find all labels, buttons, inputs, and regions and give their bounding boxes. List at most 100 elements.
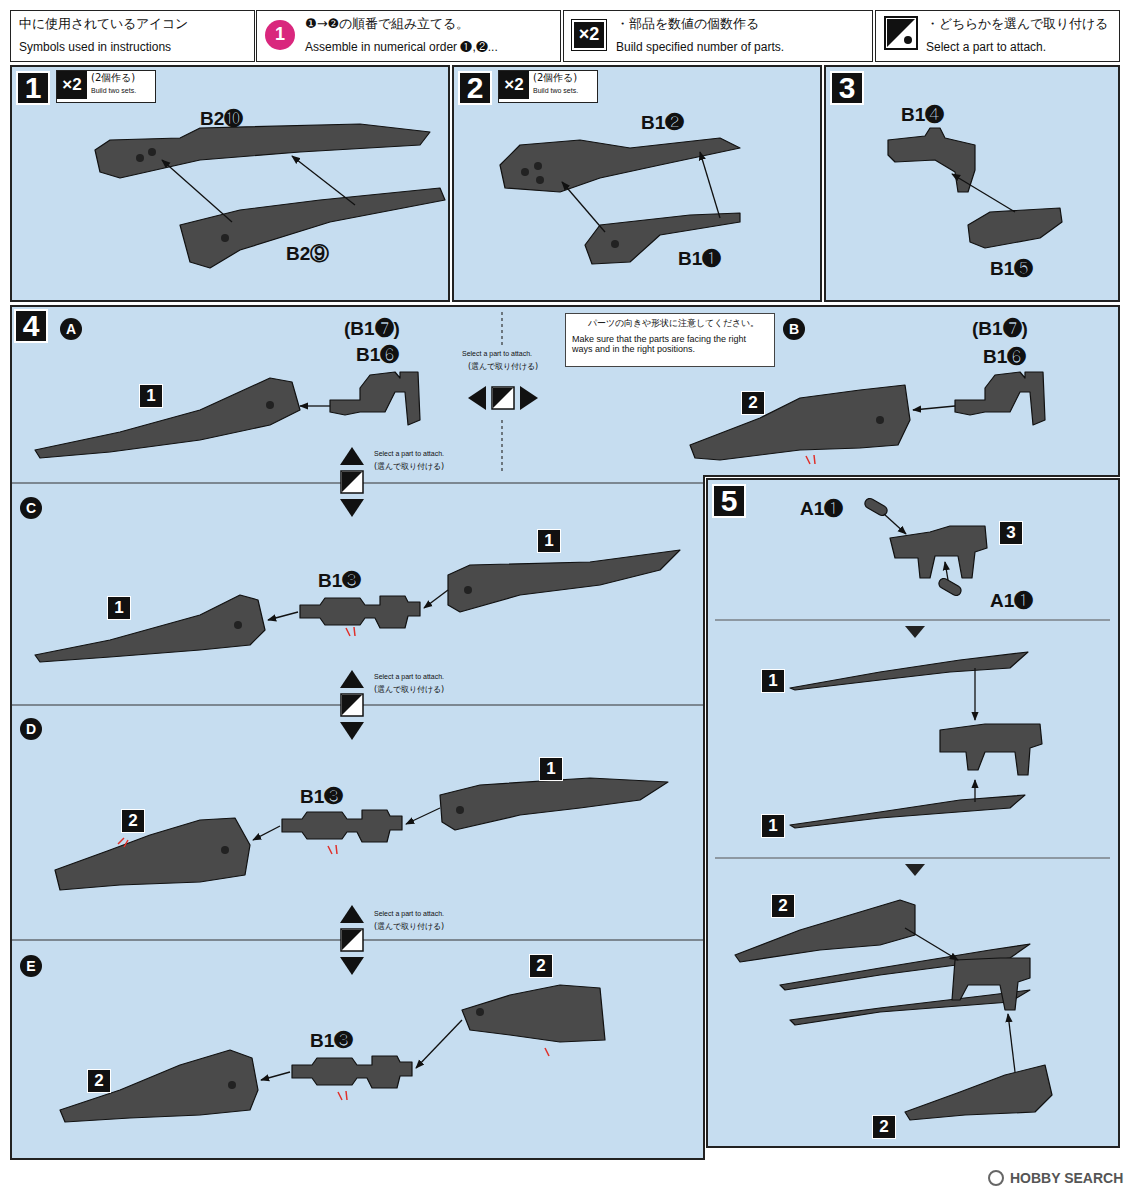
assembly-arrow xyxy=(952,174,1015,212)
panel-ground xyxy=(10,10,1120,62)
part-drawing xyxy=(35,124,1062,1122)
panel-ground xyxy=(824,65,1120,302)
option-badge: D xyxy=(20,718,42,740)
part-drawing xyxy=(292,1056,412,1088)
part-drawing xyxy=(905,1065,1052,1120)
part-ref-box: 1 xyxy=(762,670,784,692)
part-drawing xyxy=(35,378,300,458)
assembly-arrow xyxy=(905,928,958,960)
part-detail xyxy=(534,162,542,170)
part-drawing xyxy=(448,550,680,612)
select-icon xyxy=(904,36,912,44)
part-callout: B1❻ xyxy=(983,346,1026,369)
step-number: 2 xyxy=(458,71,492,105)
caution-mark xyxy=(545,1048,549,1056)
count-note: Build two sets. xyxy=(91,87,136,95)
caution-mark xyxy=(328,845,337,854)
part-callout: B2⑨ xyxy=(286,243,329,266)
part-detail xyxy=(476,1008,484,1016)
assembly-arrow xyxy=(974,780,975,802)
select-icon xyxy=(468,386,538,410)
part-detail xyxy=(521,168,529,176)
select-icon xyxy=(342,695,362,715)
part-callout: (B1❼) xyxy=(344,318,400,341)
select-icon xyxy=(341,471,363,493)
part-ref-box: 3 xyxy=(1000,522,1022,544)
part-detail xyxy=(221,234,229,242)
select-note: Select a part to attach. xyxy=(374,673,444,681)
option-badge: A xyxy=(60,318,82,340)
part-callout: B1❸ xyxy=(310,1030,353,1053)
select-icon xyxy=(340,670,364,688)
assembly-arrow xyxy=(253,826,280,840)
part-ref-number: 2 xyxy=(88,1070,110,1092)
part-ref-box: 2 xyxy=(873,1116,895,1138)
legend-text: Select a part to attach. xyxy=(926,40,1046,54)
part-detail xyxy=(456,806,464,814)
legend-text: Symbols used in instructions xyxy=(19,40,171,54)
step-panel: 4A1パーツの向きや形状に注意してください。Make sure that the… xyxy=(10,305,1120,1160)
watermark: HOBBY SEARCH xyxy=(1010,1170,1123,1187)
legend-cell: 1❶→❷の順番で組み立てる。Assemble in numerical orde… xyxy=(256,10,561,62)
part-detail xyxy=(228,1081,236,1089)
part-drawing xyxy=(968,208,1062,248)
option-letter: E xyxy=(20,955,42,977)
step-panel-outline xyxy=(11,306,1119,1159)
option-badge: E xyxy=(20,955,42,977)
part-callout: A1❶ xyxy=(800,498,843,521)
watermark-logo xyxy=(989,1171,1003,1185)
option-letter: D xyxy=(20,718,42,740)
select-icon xyxy=(341,694,363,716)
part-ref-box: 2 xyxy=(530,955,552,977)
part-ref-box: 2 xyxy=(742,392,764,414)
part-ref-box: 1 xyxy=(140,385,162,407)
count-icon: ×2 xyxy=(572,20,606,50)
assembly-arrow xyxy=(292,156,355,205)
part-ref-number: 1 xyxy=(538,530,560,552)
assembly-arrow xyxy=(1008,1014,1015,1072)
select-icon xyxy=(493,388,513,408)
assembly-arrow xyxy=(884,514,906,534)
assembly-arrow xyxy=(261,1072,290,1080)
assembly-arrow xyxy=(406,808,440,824)
part-callout: B2❿ xyxy=(200,108,243,131)
legend-cell: 中に使用されているアイコン Symbols used in instruction… xyxy=(10,10,255,62)
caution-box: パーツの向きや形状に注意してください。Make sure that the pa… xyxy=(565,313,775,367)
part-drawing xyxy=(937,577,963,598)
part-callout: B1❹ xyxy=(901,104,944,127)
caution-text: Make sure that the parts are facing the … xyxy=(572,334,764,355)
select-note: Select a part to attach. xyxy=(462,350,532,358)
select-note: (選んで取り付ける) xyxy=(374,685,444,695)
part-callout: B1❸ xyxy=(300,786,343,809)
part-ref-box: 2 xyxy=(122,810,144,832)
part-ref-number: 2 xyxy=(122,810,144,832)
option-letter: C xyxy=(20,497,42,519)
step-panel-outline xyxy=(10,305,1120,1160)
part-ref-box: 1 xyxy=(538,530,560,552)
legend-text: 中に使用されているアイコン xyxy=(19,16,188,32)
divider-line xyxy=(501,312,502,346)
select-note: (選んで取り付ける) xyxy=(468,362,538,372)
select-icon xyxy=(468,386,486,410)
select-icon xyxy=(887,19,915,47)
caution-mark xyxy=(346,627,355,636)
count-note: Build two sets. xyxy=(533,87,578,95)
panel-ground xyxy=(10,10,1120,1160)
legend-text: ・どちらかを選んで取り付ける xyxy=(926,16,1108,32)
panel-ground xyxy=(10,305,1120,1160)
select-icon xyxy=(340,905,364,975)
part-ref-box: 1 xyxy=(540,758,562,780)
part-detail xyxy=(221,846,229,854)
part-drawing xyxy=(735,900,915,962)
part-drawing xyxy=(790,990,1030,1025)
part-ref-box: 1 xyxy=(108,597,130,619)
legend-text: ・部品を数値の個数作る xyxy=(616,16,759,32)
select-icon xyxy=(340,499,364,517)
part-ref-box: 2 xyxy=(772,895,794,917)
part-detail xyxy=(876,416,884,424)
part-callout: (B1❼) xyxy=(972,318,1028,341)
panel-ground xyxy=(452,65,822,302)
select-note: (選んで取り付ける) xyxy=(374,922,444,932)
assembly-arrow xyxy=(974,668,975,720)
